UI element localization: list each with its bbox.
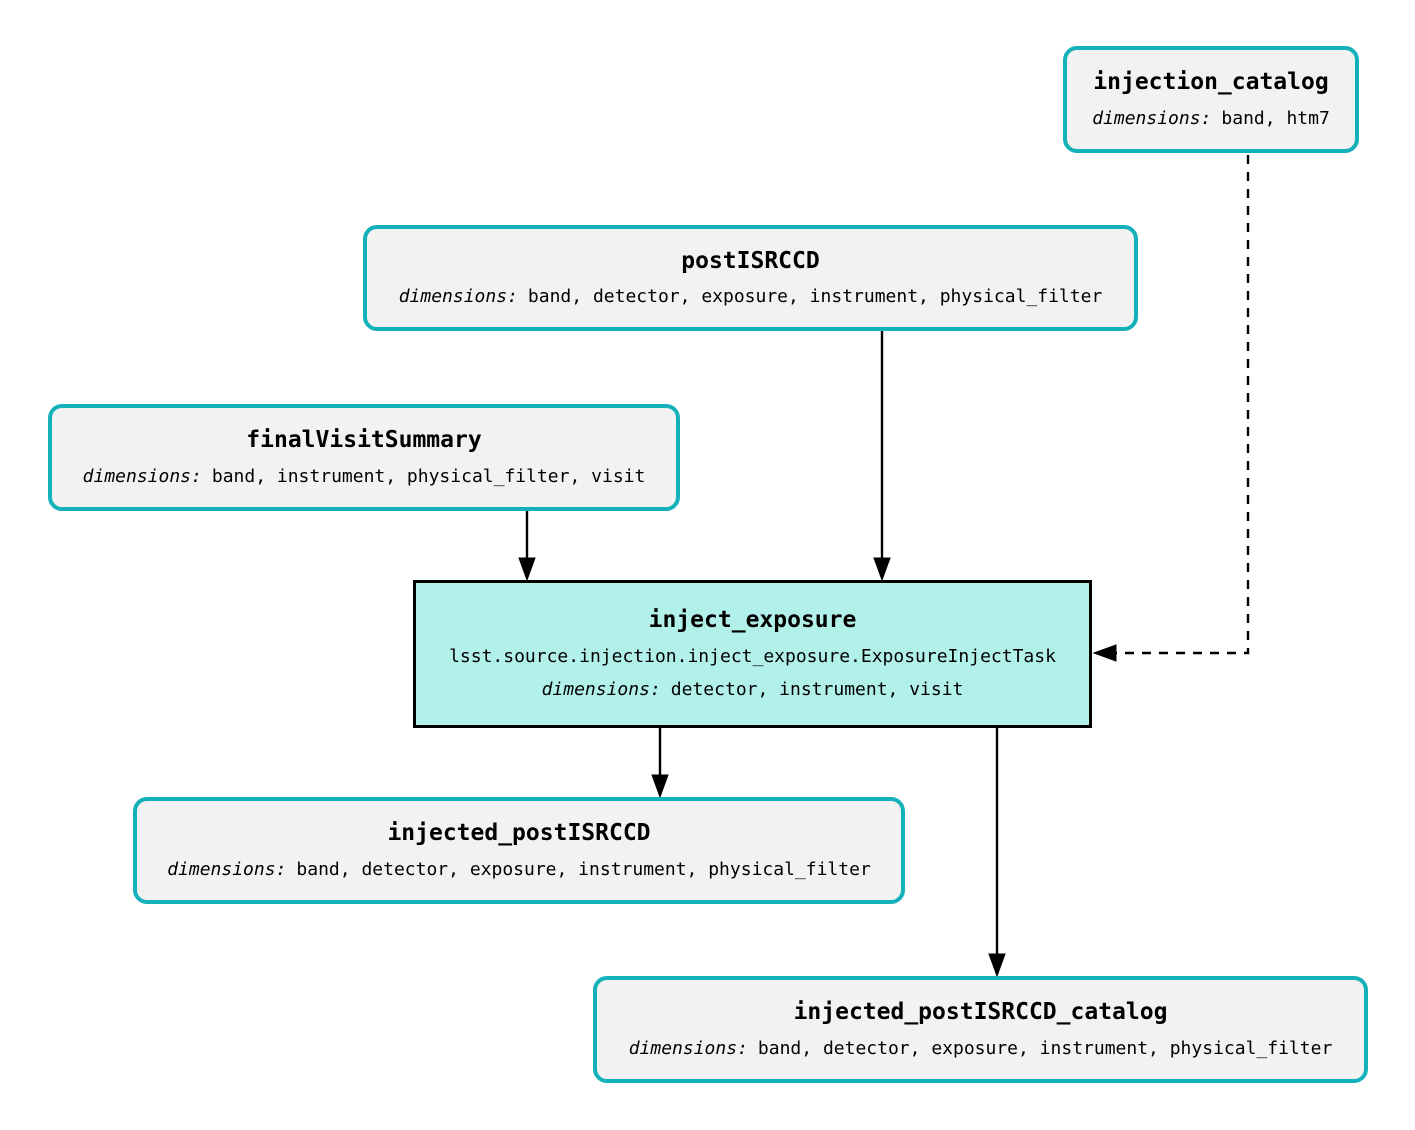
node-injected-postisrccd: injected_postISRCCD dimensions: band, det… (133, 797, 905, 904)
node-title: injected_postISRCCD (387, 820, 651, 847)
dimensions-values: band, detector, exposure, instrument, ph… (757, 1037, 1333, 1059)
node-dimensions: dimensions: detector, instrument, visit (541, 679, 964, 701)
node-dimensions: dimensions: band, instrument, physical_fi… (82, 465, 646, 488)
dimensions-values: detector, instrument, visit (670, 679, 964, 701)
node-injection-catalog: injection_catalog dimensions: band, htm7 (1063, 46, 1359, 153)
dimensions-label: dimensions: (398, 286, 518, 308)
node-title: inject_exposure (648, 607, 857, 634)
node-dimensions: dimensions: band, detector, exposure, ins… (399, 287, 1103, 308)
node-dimensions: dimensions: band, htm7 (1092, 107, 1330, 130)
node-title: postISRCCD (681, 247, 820, 274)
edge-finalvisitsummary-to-inject-exposure (518, 511, 536, 582)
edge-inject-exposure-to-injected-postisrccd (651, 728, 669, 799)
node-inject-exposure: inject_exposure lsst.source.injection.in… (413, 580, 1092, 728)
dimensions-label: dimensions: (628, 1037, 748, 1059)
node-injected-postisrccd-catalog: injected_postISRCCD_catalog dimensions: b… (593, 976, 1368, 1083)
node-title: injected_postISRCCD_catalog (793, 999, 1168, 1026)
edge-inject-exposure-to-injected-postisrccd-catalog (988, 728, 1006, 978)
edge-postisrccd-to-inject-exposure (873, 331, 891, 582)
task-class-path: lsst.source.injection.inject_exposure.Ex… (449, 645, 1056, 667)
dimensions-values: band, htm7 (1221, 107, 1330, 129)
dimensions-label: dimensions: (1092, 107, 1212, 129)
dimensions-label: dimensions: (541, 679, 661, 701)
node-title: finalVisitSummary (246, 427, 482, 454)
dimensions-values: band, instrument, physical_filter, visit (211, 465, 646, 487)
dimensions-label: dimensions: (82, 465, 202, 487)
node-finalvisitsummary: finalVisitSummary dimensions: band, instr… (48, 404, 680, 511)
edge-injection-catalog-to-inject-exposure (1092, 155, 1250, 662)
dimensions-values: band, detector, exposure, instrument, ph… (296, 858, 871, 880)
node-dimensions: dimensions: band, detector, exposure, ins… (167, 858, 871, 881)
node-title: injection_catalog (1093, 69, 1329, 96)
node-postisrccd: postISRCCD dimensions: band, detector, ex… (363, 225, 1138, 331)
node-dimensions: dimensions: band, detector, exposure, ins… (628, 1037, 1333, 1060)
dimensions-values: band, detector, exposure, instrument, ph… (527, 286, 1103, 308)
dimensions-label: dimensions: (167, 858, 287, 880)
